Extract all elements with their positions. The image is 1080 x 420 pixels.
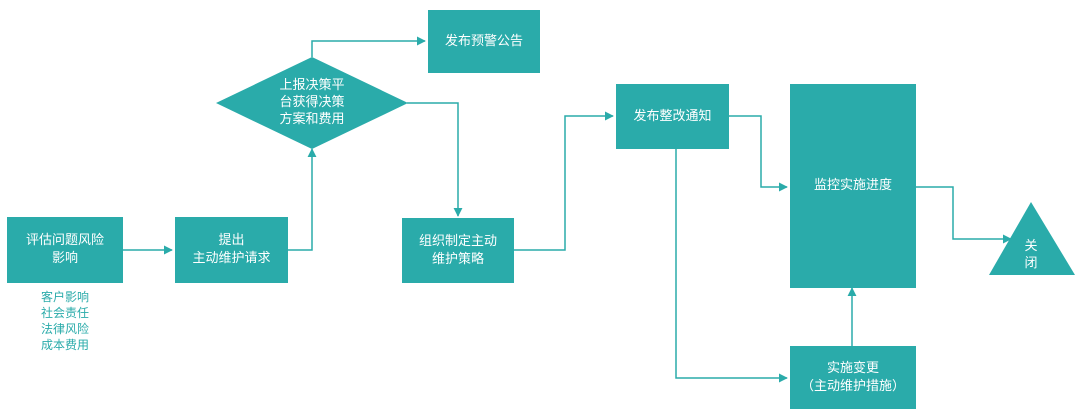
edge-propose-to-decision — [288, 148, 317, 251]
monitor-progress-node: 监控实施进度 — [790, 84, 916, 288]
edge-notice-to-monitor — [729, 115, 788, 192]
propose-request-node: 提出主动维护请求 — [175, 217, 288, 283]
factor-customer: 客户影响 — [40, 290, 89, 304]
edge-decision-to-warning — [311, 36, 426, 57]
rectification-notice-node: 发布整改通知 — [616, 84, 729, 149]
edge-organize-to-notice — [514, 111, 614, 251]
factor-social: 社会责任 — [40, 306, 89, 320]
decision-label: 上报决策平 台获得决策 方案和费用 — [279, 78, 345, 127]
factor-cost: 成本费用 — [40, 338, 89, 352]
close-triangle — [989, 202, 1075, 275]
edge-notice-to-change — [675, 149, 788, 383]
edge-decision-to-organize — [407, 102, 463, 217]
risk-factors-list: 客户影响 社会责任 法律风险 成本费用 — [7, 289, 123, 353]
warning-notice-node: 发布预警公告 — [428, 10, 540, 73]
decision-diamond — [216, 57, 408, 149]
assess-risk-node: 评估问题风险影响 — [7, 217, 123, 283]
organize-strategy-node: 组织制定主动维护策略 — [402, 218, 514, 283]
edge-monitor-to-close — [916, 186, 1012, 244]
implement-change-node: 实施变更（主动维护措施） — [790, 346, 916, 409]
factor-legal: 法律风险 — [40, 322, 89, 336]
close-label: 关 闭 — [1024, 239, 1038, 271]
